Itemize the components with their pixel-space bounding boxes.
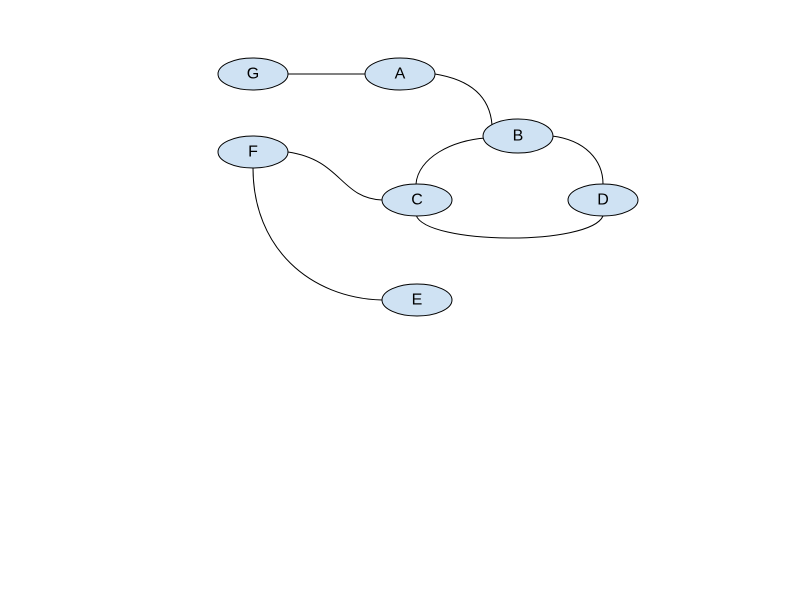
edge-c-d xyxy=(415,214,604,239)
node-g-label: G xyxy=(247,66,259,83)
edge-f-c xyxy=(287,151,383,201)
node-b[interactable]: B xyxy=(482,118,554,154)
node-g[interactable]: G xyxy=(217,57,289,91)
node-d-shape xyxy=(567,183,639,217)
node-e-label: E xyxy=(412,292,423,309)
node-b-label: B xyxy=(513,128,524,145)
node-b-shape xyxy=(482,118,554,154)
nodes-layer: G A B F C D E xyxy=(217,57,639,317)
node-e[interactable]: E xyxy=(381,283,453,317)
node-c[interactable]: C xyxy=(381,183,453,217)
node-c-shape xyxy=(381,183,453,217)
edge-b-c xyxy=(415,137,487,185)
node-f-shape xyxy=(217,135,289,169)
node-f[interactable]: F xyxy=(217,135,289,169)
node-a-label: A xyxy=(395,66,406,83)
node-d-label: D xyxy=(597,192,609,209)
node-g-shape xyxy=(217,57,289,91)
node-f-label: F xyxy=(248,144,258,161)
node-a-shape xyxy=(364,57,436,91)
node-c-label: C xyxy=(411,192,423,209)
edges-layer xyxy=(252,73,604,301)
node-d[interactable]: D xyxy=(567,183,639,217)
node-a[interactable]: A xyxy=(364,57,436,91)
edge-b-d xyxy=(551,135,604,185)
edge-a-b xyxy=(434,73,493,126)
edge-f-e xyxy=(252,167,383,301)
node-e-shape xyxy=(381,283,453,317)
